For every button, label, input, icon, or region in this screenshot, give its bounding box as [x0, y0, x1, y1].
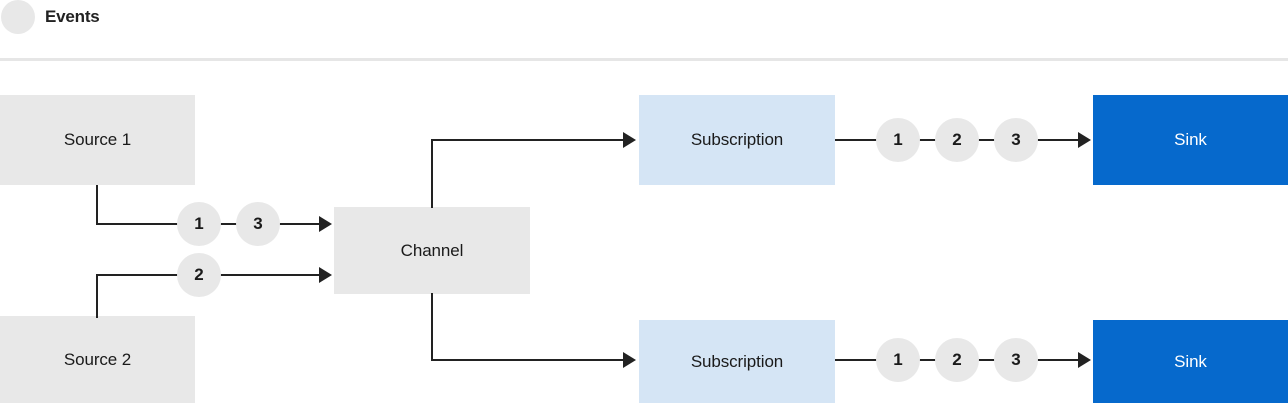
- event-token-sub2-c: 3: [994, 338, 1038, 382]
- node-subscription-2[interactable]: Subscription: [639, 320, 835, 403]
- arrowhead-source2-to-channel: [319, 267, 332, 283]
- event-dot-icon: [1, 0, 35, 34]
- connector-channel-to-subscription1: [431, 139, 623, 141]
- event-token-source2-a: 2: [177, 253, 221, 297]
- node-sink-2-label: Sink: [1174, 351, 1207, 371]
- node-source-1-label: Source 1: [63, 130, 132, 149]
- arrowhead-channel-to-subscription1: [623, 132, 636, 148]
- event-token-source1-a: 1: [177, 202, 221, 246]
- legend-label: Events: [45, 7, 100, 26]
- header-divider: [0, 58, 1288, 61]
- arrowhead-subscription1-to-sink1: [1078, 132, 1091, 148]
- connector-channel-down-vertical: [431, 293, 433, 361]
- node-subscription-2-label: Subscription: [690, 351, 784, 371]
- event-token-sub1-a: 1: [876, 118, 920, 162]
- connector-source2-vertical: [96, 274, 98, 318]
- node-source-2[interactable]: Source 2: [0, 316, 195, 403]
- arrowhead-subscription2-to-sink2: [1078, 352, 1091, 368]
- arrowhead-channel-to-subscription2: [623, 352, 636, 368]
- arrowhead-source1-to-channel: [319, 216, 332, 232]
- event-token-sub2-a: 1: [876, 338, 920, 382]
- connector-channel-up-vertical: [431, 139, 433, 208]
- node-subscription-1[interactable]: Subscription: [639, 95, 835, 185]
- event-token-source1-b: 3: [236, 202, 280, 246]
- node-channel[interactable]: Channel: [334, 207, 530, 294]
- node-sink-2[interactable]: Sink: [1093, 320, 1288, 403]
- node-sink-1-label: Sink: [1174, 130, 1207, 149]
- event-token-sub2-b: 2: [935, 338, 979, 382]
- node-channel-label: Channel: [400, 240, 464, 260]
- connector-channel-to-subscription2: [431, 359, 623, 361]
- event-token-sub1-c: 3: [994, 118, 1038, 162]
- node-subscription-1-label: Subscription: [690, 130, 784, 149]
- node-source-1[interactable]: Source 1: [0, 95, 195, 185]
- node-sink-1[interactable]: Sink: [1093, 95, 1288, 185]
- node-source-2-label: Source 2: [63, 349, 132, 369]
- event-token-sub1-b: 2: [935, 118, 979, 162]
- connector-source1-vertical: [96, 185, 98, 225]
